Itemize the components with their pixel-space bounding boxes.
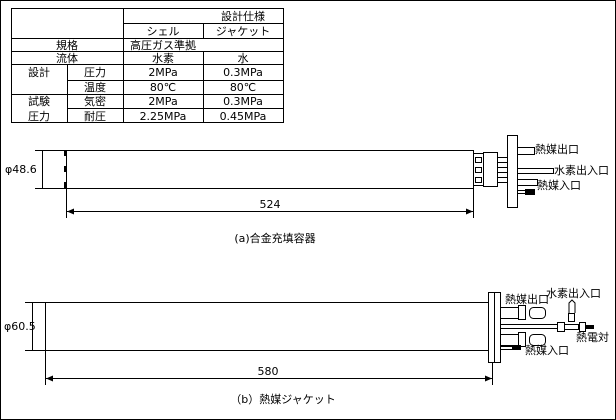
- label-heat-out: 熱媒出口: [505, 292, 549, 306]
- row-airtight-jacket: 0.3MPa: [223, 95, 263, 108]
- heat-in-pipe: [517, 179, 538, 186]
- row-standard-label: 規格: [56, 38, 78, 52]
- table-col-shell: シェル: [147, 25, 180, 38]
- flange: [507, 135, 518, 208]
- drawing-heat-jacket: 熱媒出口 水素出入口 熱電対 熱媒入口 φ60.5 580 （b）熱媒ジャケット: [4, 286, 609, 406]
- table-header-design-spec: 設計仕様: [221, 9, 265, 23]
- label-heat-out: 熱媒出口: [535, 142, 579, 156]
- label-thermocouple: 熱電対: [576, 330, 609, 344]
- row-design-temp-shell: 80℃: [150, 81, 176, 94]
- row-design-temp-jacket: 80℃: [230, 81, 256, 94]
- heat-out-pipe: [517, 147, 535, 155]
- row-fluid-jacket: 水: [238, 52, 249, 65]
- dimension-diameter: φ48.6: [5, 163, 37, 176]
- label-heat-in: 熱媒入口: [525, 344, 569, 357]
- caption-b: （b）熱媒ジャケット: [230, 393, 335, 406]
- row-design-temp-label: 温度: [84, 80, 106, 94]
- container-body: [66, 150, 474, 189]
- dimension-length: 580: [258, 365, 279, 378]
- row-fluid-shell: 水素: [152, 52, 174, 65]
- row-design-pressure-label: 圧力: [84, 66, 106, 79]
- row-airtight-label: 気密: [84, 94, 106, 108]
- row-pressure-resist-shell: 2.25MPa: [140, 110, 187, 123]
- row-design-pressure-jacket: 0.3MPa: [223, 66, 263, 79]
- row-standard-value: 高圧ガス準拠: [130, 38, 196, 52]
- label-h2-port: 水素出入口: [546, 286, 601, 300]
- row-test-group-1: 試験: [28, 94, 50, 108]
- dimension-diameter: φ60.5: [4, 320, 36, 333]
- table-col-jacket: ジャケット: [216, 25, 270, 38]
- h2-pipe: [517, 168, 554, 174]
- drawing-alloy-container: 熱媒出口 水素出入口 熱媒入口 φ48.6 524 (a)合金充填容器: [5, 135, 609, 245]
- label-heat-in: 熱媒入口: [537, 179, 581, 192]
- row-airtight-shell: 2MPa: [148, 95, 177, 108]
- spec-table: 設計仕様 シェル ジャケット 規格 高圧ガス準拠 流体 水素 水 設計 圧力 2…: [11, 8, 284, 123]
- row-pressure-resist-label: 耐圧: [84, 110, 106, 123]
- label-h2-port: 水素出入口: [554, 163, 609, 177]
- row-fluid-label: 流体: [56, 51, 78, 65]
- row-pressure-resist-jacket: 0.45MPa: [220, 110, 267, 123]
- row-test-group-2: 圧力: [28, 110, 50, 123]
- jacket-body: [45, 302, 489, 351]
- caption-a: (a)合金充填容器: [234, 231, 315, 245]
- row-design-pressure-shell: 2MPa: [148, 66, 177, 79]
- row-design-group: 設計: [28, 65, 50, 79]
- dimension-length: 524: [260, 198, 281, 211]
